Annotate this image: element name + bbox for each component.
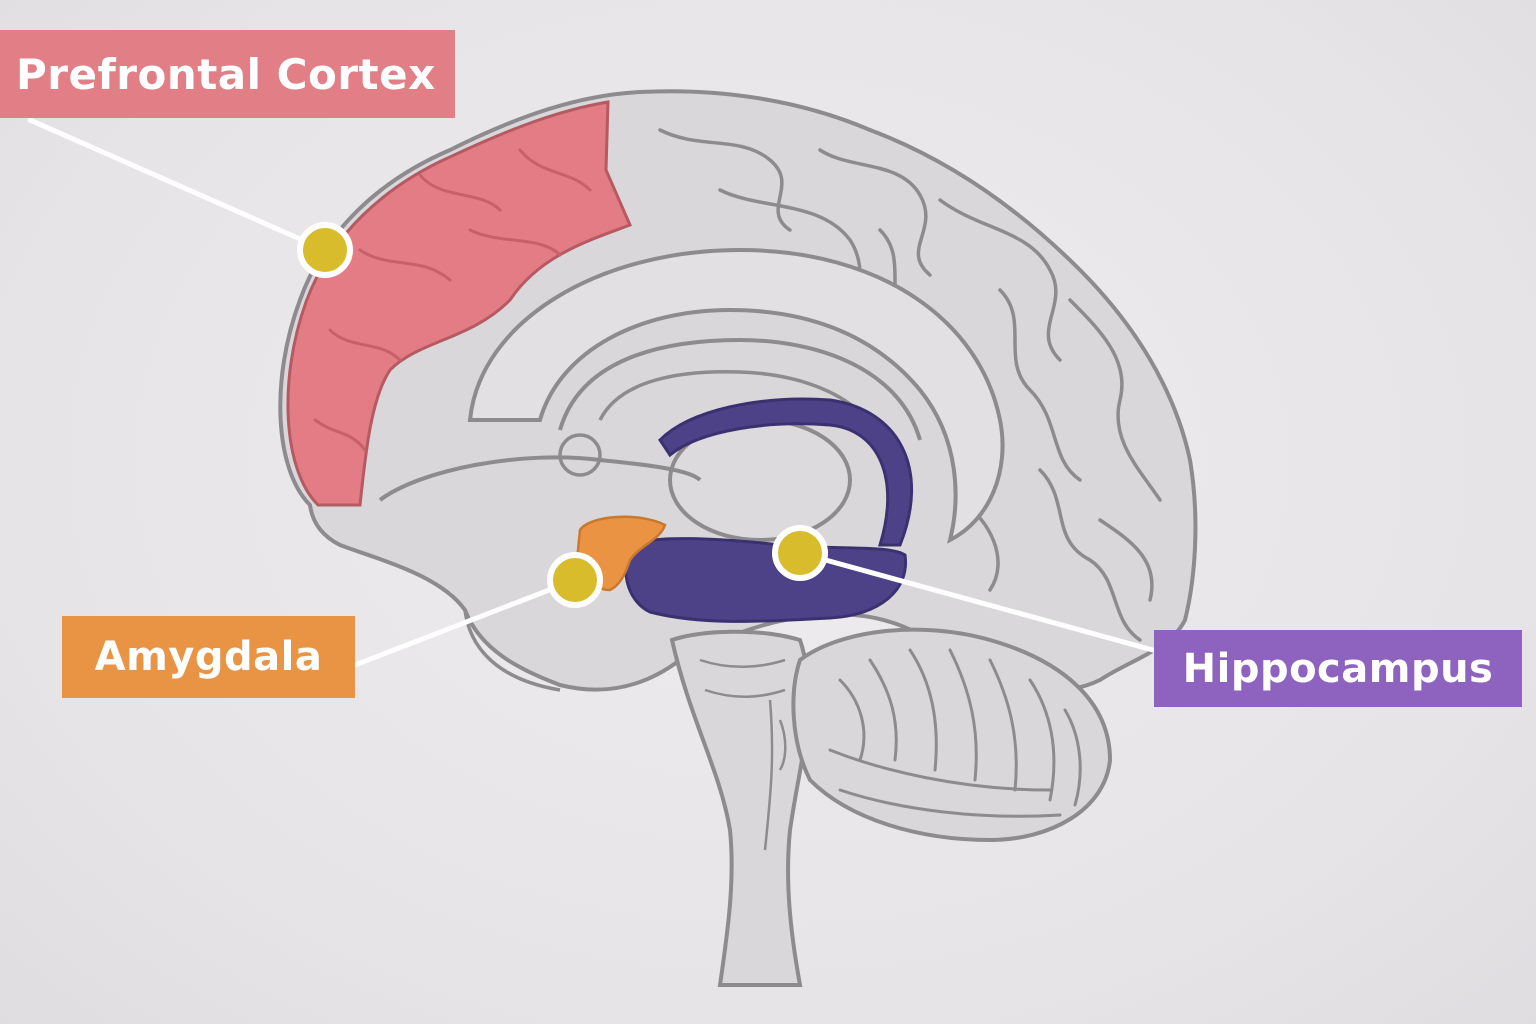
amygdala-label: Amygdala (62, 616, 355, 698)
amygdala-marker (547, 552, 603, 608)
prefrontal-cortex-label: Prefrontal Cortex (0, 30, 455, 118)
hippocampus-region (624, 537, 908, 623)
corpus-callosum (467, 247, 1005, 544)
ventricle-curve (558, 337, 922, 441)
prefrontal-connector (27, 117, 328, 253)
hippocampus-connector (797, 550, 1163, 655)
connector-lines (27, 117, 1163, 668)
anterior-commissure (378, 455, 702, 502)
hippocampus-arc (658, 397, 914, 547)
prefrontal-cortex-region (286, 100, 633, 507)
brainstem (669, 629, 811, 987)
brainstem-lines (699, 658, 787, 851)
hippocampus-marker (772, 525, 828, 581)
prefrontal-marker (297, 222, 353, 278)
amygdala-connector (352, 577, 578, 668)
cerebellum-folia (828, 648, 1082, 818)
hippocampus-label: Hippocampus (1154, 630, 1522, 707)
commissure-loop (558, 433, 602, 477)
markers (297, 222, 828, 608)
prefrontal-gyri (313, 148, 592, 452)
